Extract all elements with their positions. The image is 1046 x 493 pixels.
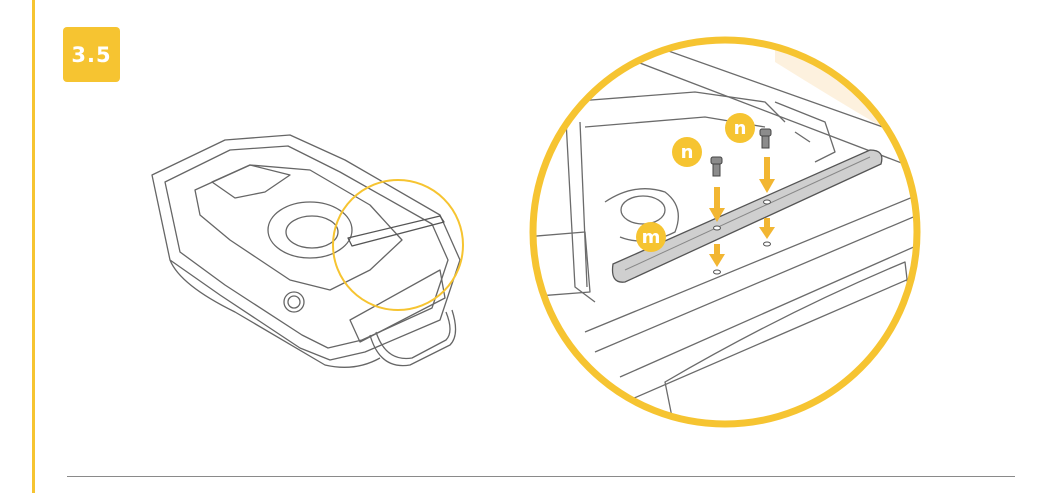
callout-n-left: n — [672, 137, 702, 167]
callout-n-left-label: n — [681, 142, 694, 163]
step-number-badge: 3.5 — [63, 27, 120, 82]
callout-m-label: m — [642, 227, 661, 248]
callout-n-top: n — [725, 113, 755, 143]
callout-n-top-label: n — [734, 118, 747, 139]
callout-m: m — [636, 222, 666, 252]
callout-labels: n n m — [636, 113, 755, 252]
speaker-overview-illustration — [151, 134, 464, 368]
page-left-rule — [32, 0, 35, 493]
section-divider — [67, 476, 1015, 477]
detail-zoom-illustration — [529, 36, 921, 428]
